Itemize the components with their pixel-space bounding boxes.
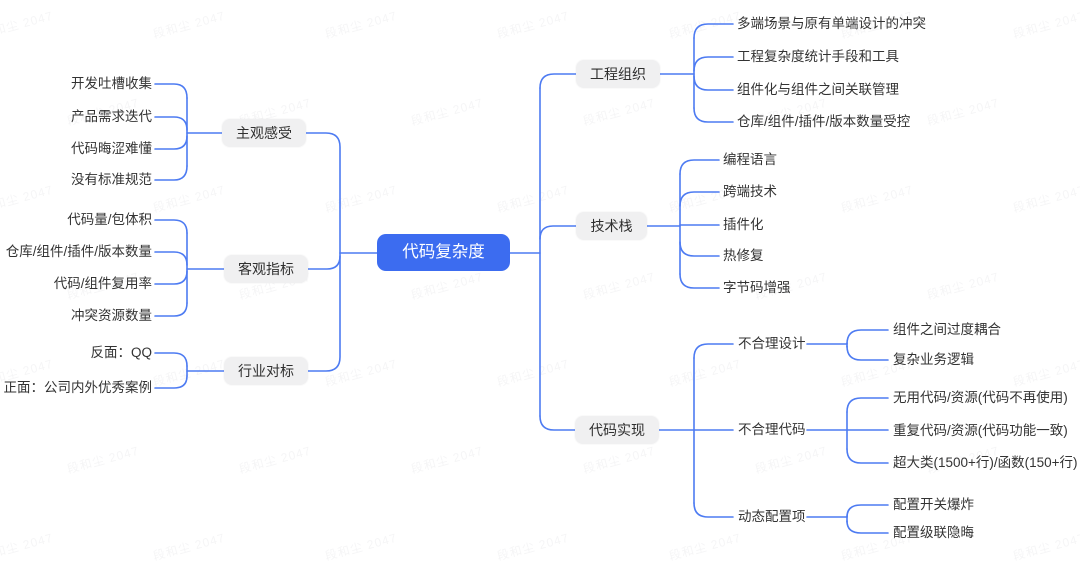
subnode-dynamic-config[interactable]: 动态配置项 <box>738 509 806 524</box>
leaf-node[interactable]: 冲突资源数量 <box>71 308 152 323</box>
leaf-node[interactable]: 正面：公司内外优秀案例 <box>3 380 153 395</box>
root-node-code-complexity[interactable]: 代码复杂度 <box>377 234 510 271</box>
leaf-node[interactable]: 多端场景与原有单端设计的冲突 <box>737 16 926 31</box>
leaf-node[interactable]: 编程语言 <box>723 152 777 167</box>
leaf-node[interactable]: 组件化与组件之间关联管理 <box>737 82 899 97</box>
leaf-node[interactable]: 组件之间过度耦合 <box>893 322 1001 337</box>
leaf-node[interactable]: 跨端技术 <box>723 184 777 199</box>
node-tech-stack[interactable]: 技术栈 <box>576 212 647 240</box>
node-subjective-feeling[interactable]: 主观感受 <box>222 119 306 147</box>
leaf-node[interactable]: 配置开关爆炸 <box>893 497 974 512</box>
node-engineering-organization[interactable]: 工程组织 <box>576 60 660 88</box>
leaf-node[interactable]: 开发吐槽收集 <box>71 76 152 91</box>
subnode-bad-code[interactable]: 不合理代码 <box>738 422 806 437</box>
leaf-node[interactable]: 字节码增强 <box>723 280 791 295</box>
leaf-node[interactable]: 反面：QQ <box>90 345 152 360</box>
leaf-node[interactable]: 热修复 <box>723 248 764 263</box>
leaf-node[interactable]: 仓库/组件/插件/版本数量受控 <box>737 114 911 129</box>
leaf-node[interactable]: 没有标准规范 <box>71 172 152 187</box>
leaf-node[interactable]: 代码/组件复用率 <box>53 276 152 291</box>
node-objective-metrics[interactable]: 客观指标 <box>224 255 308 283</box>
leaf-node[interactable]: 超大类(1500+行)/函数(150+行) <box>893 455 1078 470</box>
leaf-node[interactable]: 代码晦涩难懂 <box>71 141 152 156</box>
node-code-implementation[interactable]: 代码实现 <box>575 416 659 444</box>
leaf-node[interactable]: 重复代码/资源(代码功能一致) <box>893 423 1068 438</box>
node-industry-benchmark[interactable]: 行业对标 <box>224 357 308 385</box>
subnode-bad-design[interactable]: 不合理设计 <box>738 336 806 351</box>
leaf-node[interactable]: 无用代码/资源(代码不再使用) <box>893 390 1068 405</box>
leaf-node[interactable]: 产品需求迭代 <box>71 109 152 124</box>
leaf-node[interactable]: 复杂业务逻辑 <box>893 352 974 367</box>
leaf-node[interactable]: 工程复杂度统计手段和工具 <box>737 49 899 64</box>
leaf-node[interactable]: 仓库/组件/插件/版本数量 <box>5 244 152 259</box>
leaf-node[interactable]: 代码量/包体积 <box>67 212 152 227</box>
leaf-node[interactable]: 配置级联隐晦 <box>893 525 974 540</box>
leaf-node[interactable]: 插件化 <box>723 217 764 232</box>
